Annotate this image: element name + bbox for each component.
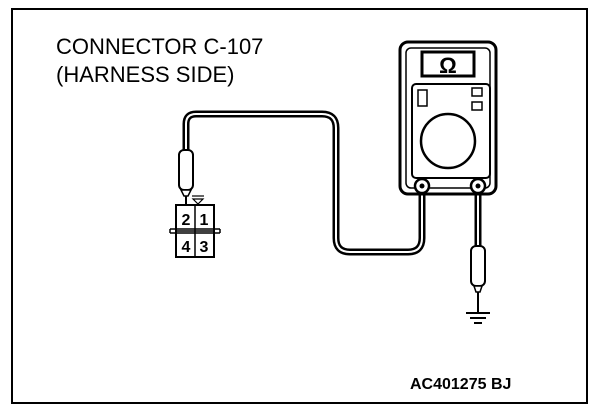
connector-subtitle: (HARNESS SIDE): [56, 62, 235, 87]
pin-3-label: 3: [200, 239, 209, 256]
ohmmeter: Ω: [398, 40, 498, 196]
connector-title: CONNECTOR C-107: [56, 34, 264, 59]
range-switch-icon: [417, 89, 428, 107]
selector-dial-icon: [419, 112, 477, 170]
pin-1-label: 1: [200, 212, 209, 229]
ohm-symbol: Ω: [439, 53, 457, 78]
pin-4-label: 4: [182, 239, 191, 256]
connector-c107: 2 1 4 3: [169, 195, 221, 258]
mode-button-icon: [471, 87, 483, 97]
mode-button-icon: [471, 101, 483, 111]
connector-probe: [178, 149, 194, 212]
pin-2-label: 2: [182, 212, 191, 229]
probe-lead-wire: [182, 110, 426, 256]
ground-probe: [470, 245, 486, 312]
ground-icon: [466, 312, 490, 324]
reference-code: AC401275 BJ: [410, 376, 512, 393]
